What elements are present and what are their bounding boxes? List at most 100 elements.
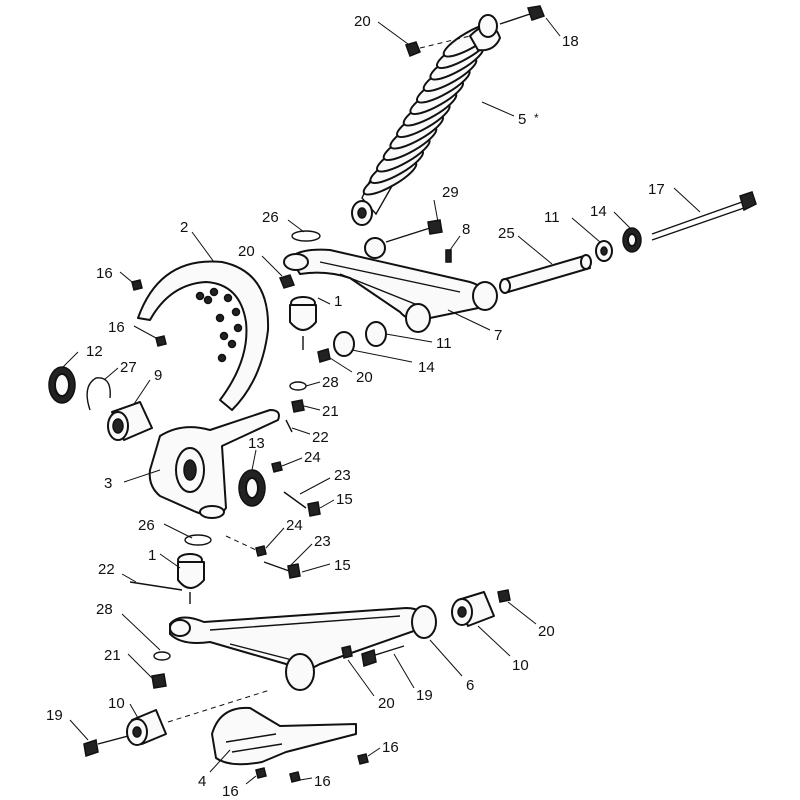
nut-21-lower: [151, 673, 167, 689]
label-23: 23: [314, 533, 331, 550]
callout-16-upper: 16: [96, 265, 133, 283]
ball-joint-1-upper: [289, 296, 317, 350]
lower-a-arm: [169, 605, 437, 691]
callout-3: 3: [104, 469, 161, 492]
guard-hole: [203, 295, 213, 305]
label-22: 22: [312, 429, 329, 446]
label-4: 4: [198, 773, 206, 790]
label-24: 24: [286, 517, 303, 534]
label-21: 21: [322, 403, 339, 420]
callout-4: 4: [198, 749, 231, 790]
label-20: 20: [378, 695, 395, 712]
label-3: 3: [104, 475, 112, 492]
callout-16-bottom-left: 16: [222, 775, 257, 800]
bushing-10-left: [126, 709, 167, 746]
callout-23-lower: 23: [289, 533, 331, 567]
callout-17: 17: [648, 181, 701, 213]
guard-hole: [223, 293, 233, 303]
callout-21-lower: 21: [104, 647, 153, 679]
guard-hole: [219, 331, 229, 341]
label-1: 1: [148, 547, 156, 564]
callout-13: 13: [248, 435, 265, 471]
bolt-15-upper: [307, 501, 321, 517]
label-14: 14: [418, 359, 435, 376]
callout-19-left: 19: [46, 707, 89, 741]
bolt-29: [385, 219, 443, 243]
label-14: 14: [590, 203, 607, 220]
callout-14-upper: 14: [590, 203, 631, 229]
callout-21-upper: 21: [303, 403, 339, 420]
callout-9: 9: [133, 367, 162, 405]
label-28: 28: [96, 601, 113, 618]
guard-hole: [215, 313, 225, 323]
label-5: 5: [518, 111, 526, 128]
callout-16-right: 16: [367, 739, 399, 757]
label-16: 16: [314, 773, 331, 790]
label-15: 15: [334, 557, 351, 574]
callout-22-lower: 22: [98, 561, 137, 583]
label-19: 19: [416, 687, 433, 704]
nut-20-upper-arm: [278, 274, 296, 289]
callout-22-upper: 22: [291, 427, 329, 446]
callout-5: 5 *: [481, 101, 539, 128]
label-25: 25: [498, 225, 515, 242]
screw-16-right: [357, 753, 369, 765]
label-11: 11: [544, 209, 560, 226]
callout-10-left: 10: [108, 695, 139, 719]
callout-12: 12: [61, 343, 103, 369]
label-13: 13: [248, 435, 265, 452]
callout-11-upper: 11: [544, 209, 601, 243]
bolt-15-lower: [287, 563, 301, 579]
label-21: 21: [104, 647, 121, 664]
label-8: 8: [462, 221, 470, 238]
label-22: 22: [98, 561, 115, 578]
callout-1-lower: 1: [148, 547, 181, 569]
bushing-11-lower: [365, 321, 387, 347]
label-10: 10: [512, 657, 529, 674]
callout-15-upper: 15: [319, 491, 353, 509]
label-17: 17: [648, 181, 665, 198]
label-20: 20: [538, 623, 555, 640]
seal-14-upper: [622, 227, 642, 253]
bolt-17: [651, 191, 757, 241]
pin-22-lower: [129, 581, 183, 591]
label-16: 16: [96, 265, 113, 282]
circlip-27: [86, 377, 111, 411]
screw-16-mid: [155, 335, 167, 347]
bushing-11-upper: [595, 240, 613, 262]
washer-28-upper: [289, 381, 307, 391]
callout-20-mid: 20: [329, 357, 373, 386]
label-16: 16: [108, 319, 125, 336]
callout-14-lower: 14: [351, 349, 435, 376]
callout-16-bottom-right: 16: [299, 773, 331, 790]
callout-8: 8: [449, 221, 470, 251]
callout-20-upper-arm: 20: [238, 243, 283, 277]
callout-28-lower: 28: [96, 601, 161, 651]
o-ring-26-top: [291, 230, 321, 242]
callout-23-upper: 23: [299, 467, 351, 495]
callout-18: 18: [545, 17, 579, 50]
callout-6: 6: [429, 639, 474, 694]
label-16: 16: [382, 739, 399, 756]
seal-12: [48, 366, 76, 404]
o-ring-26-lower: [184, 534, 212, 546]
label-6: 6: [466, 677, 474, 694]
label-20: 20: [238, 243, 255, 260]
callout-28-upper: 28: [305, 374, 339, 391]
ball-joint-1-lower: [177, 553, 205, 604]
label-20: 20: [356, 369, 373, 386]
guard-hole: [217, 353, 227, 363]
sleeve-25: [499, 254, 592, 294]
bushing-10-right: [451, 591, 495, 627]
seal-13: [238, 469, 266, 507]
callout-29: 29: [433, 184, 459, 223]
label-26: 26: [262, 209, 279, 226]
bolt-23-lower: [263, 561, 293, 573]
label-11: 11: [436, 335, 452, 352]
label-23: 23: [334, 467, 351, 484]
label-26: 26: [138, 517, 155, 534]
callout-24-upper: 24: [281, 449, 321, 467]
callout-20-top: 20: [354, 13, 409, 45]
callout-15-lower: 15: [301, 557, 351, 574]
